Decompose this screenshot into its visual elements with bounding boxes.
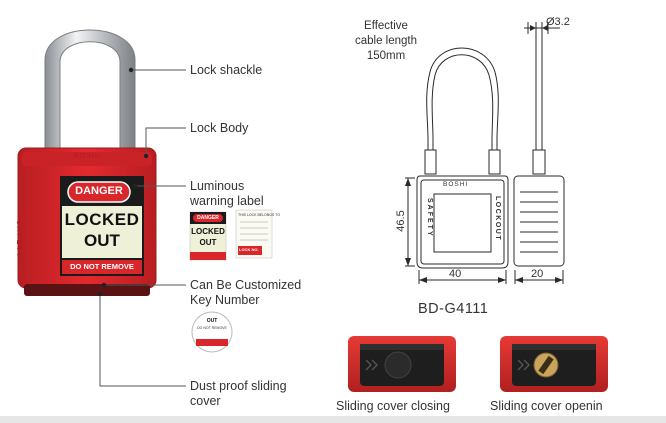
- drawing-brand: BOSHI: [443, 181, 469, 188]
- callout-luminous-line2: warning label: [190, 194, 264, 208]
- key-tag-dnr: DO NOT REMOVE: [197, 326, 227, 330]
- mini-tag-heading: THIS LOCK BELONGS TO: [238, 213, 281, 217]
- bottom-strip: [0, 416, 666, 423]
- label-out-text: OUT: [84, 231, 120, 250]
- key-number-tag: [191, 311, 233, 353]
- cable-note-line2: cable length: [354, 35, 418, 47]
- mini-danger-text: DANGER: [197, 215, 219, 221]
- callout-key-line2: Key Number: [190, 293, 260, 307]
- diameter-dimension: Ø3.2: [546, 16, 570, 28]
- body-safety-embossed: SAFETY: [15, 220, 22, 260]
- side-body: [513, 175, 565, 267]
- caption-cover-closing: Sliding cover closing: [336, 399, 450, 413]
- depth-dimension: 20: [531, 268, 544, 280]
- width-dimension: 40: [449, 268, 462, 280]
- cover-opening-photo: [500, 336, 608, 392]
- label-locked-text: LOCKED: [64, 210, 140, 229]
- dust-cover: [24, 284, 150, 296]
- callout-lock-body: Lock Body: [190, 121, 249, 135]
- mini-label-set: [189, 209, 273, 261]
- side-dimension-arrows: [515, 25, 563, 283]
- callout-leaders: [99, 69, 186, 387]
- main-padlock: [17, 29, 157, 296]
- callout-cover-line2: cover: [190, 394, 221, 408]
- dimension-arrows: [405, 178, 506, 283]
- lock-shackle: [44, 29, 136, 161]
- cable-note-line1: Effective: [364, 20, 408, 32]
- callout-lock-shackle: Lock shackle: [190, 63, 263, 77]
- model-number: BD-G4111: [418, 301, 489, 317]
- callout-cover-line1: Dust proof sliding: [190, 379, 287, 393]
- key-tag-out: OUT: [206, 318, 218, 324]
- body-brand-embossed: BOSHI: [74, 153, 101, 160]
- callout-dots: [97, 67, 149, 297]
- mini-out-text: OUT: [199, 238, 217, 247]
- label-do-not-remove-text: DO NOT REMOVE: [70, 262, 134, 271]
- drawing-lockout: LOCKOUT: [494, 196, 501, 242]
- caption-cover-opening: Sliding cover openin: [490, 399, 603, 413]
- label-danger-text: DANGER: [75, 185, 123, 197]
- cable-note-line3: 150mm: [366, 50, 406, 62]
- side-view-drawing: [513, 22, 565, 284]
- front-view-drawing: [405, 47, 509, 284]
- body-lockout-embossed: LOCKOUT: [149, 204, 156, 252]
- height-dimension: 46.5: [395, 210, 407, 232]
- callout-luminous-line1: Luminous: [190, 179, 245, 193]
- cover-closing-photo: [348, 336, 456, 392]
- cable-loop: [426, 47, 499, 168]
- mini-locked-text: LOCKED: [191, 227, 225, 236]
- drawing-safety: SAFETY: [426, 198, 433, 238]
- callout-key-line1: Can Be Customized: [190, 278, 302, 292]
- mini-lock-no: LOCK NO.: [239, 247, 259, 252]
